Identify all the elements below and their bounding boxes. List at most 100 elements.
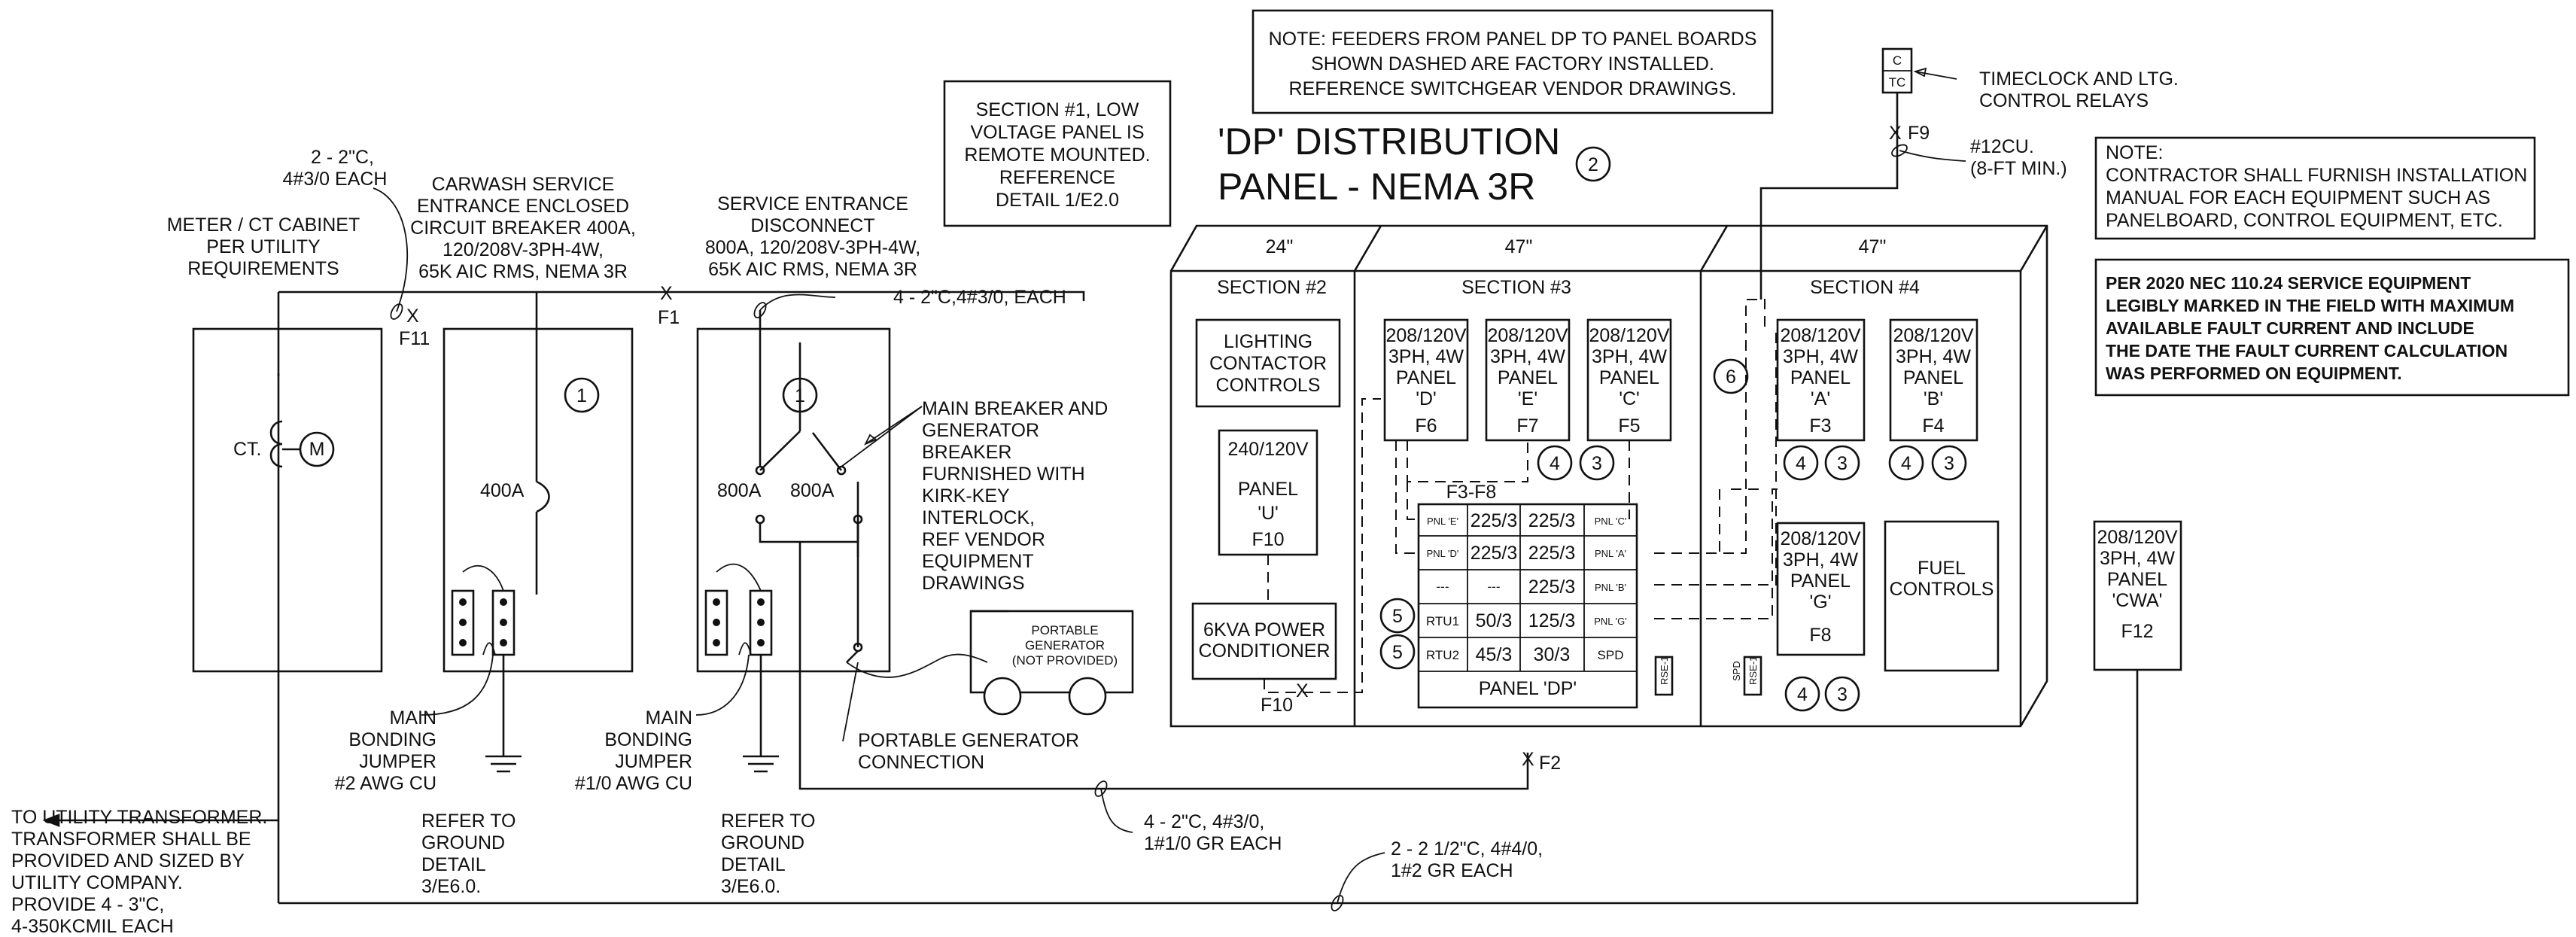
svg-text:PANEL: PANEL [1238,479,1298,500]
svg-text:SPD: SPD [1598,648,1624,662]
svg-text:PANEL: PANEL [1790,367,1851,388]
section-2-label: SECTION #2 [1217,277,1327,298]
svg-text:65K AIC RMS, NEMA 3R: 65K AIC RMS, NEMA 3R [418,261,628,282]
svg-text:208/120V: 208/120V [1385,325,1466,346]
svg-text:REFERENCE: REFERENCE [999,167,1115,188]
svg-text:208/120V: 208/120V [1780,325,1860,346]
svg-text:PANEL: PANEL [1396,367,1456,388]
svg-text:INTERLOCK,: INTERLOCK, [922,507,1035,528]
svg-text:47": 47" [1505,236,1533,257]
svg-text:120/208V-3PH-4W,: 120/208V-3PH-4W, [443,239,604,260]
svg-text:REF VENDOR: REF VENDOR [922,529,1045,550]
svg-text:5: 5 [1392,642,1403,663]
svg-text:UTILITY COMPANY.: UTILITY COMPANY. [11,872,183,893]
svg-text:F8: F8 [1809,625,1831,646]
svg-text:CONTROLS: CONTROLS [1890,579,1994,600]
svg-text:#12CU.: #12CU. [1970,136,2034,157]
svg-text:PROVIDED AND SIZED BY: PROVIDED AND SIZED BY [11,850,245,872]
svg-text:CARWASH SERVICE: CARWASH SERVICE [432,174,615,195]
svg-text:GROUND: GROUND [421,832,505,853]
panel-d [1383,318,1469,442]
svg-text:CONNECTION: CONNECTION [858,752,984,773]
svg-text:TRANSFORMER SHALL BE: TRANSFORMER SHALL BE [11,829,251,850]
svg-text:4-350KCMIL EACH: 4-350KCMIL EACH [11,916,174,937]
svg-text:FURNISHED WITH: FURNISHED WITH [922,464,1085,485]
svg-text:30/3: 30/3 [1534,644,1571,665]
meter-label: M [309,439,325,460]
svg-text:208/120V: 208/120V [1893,325,1973,346]
svg-text:VOLTAGE PANEL IS: VOLTAGE PANEL IS [970,122,1144,143]
svg-text:LEGIBLY MARKED IN THE FIELD WI: LEGIBLY MARKED IN THE FIELD WITH MAXIMUM [2106,296,2514,315]
svg-text:CONDITIONER: CONDITIONER [1199,640,1331,662]
svg-text:3PH, 4W: 3PH, 4W [1490,346,1565,367]
svg-text:BREAKER: BREAKER [922,442,1011,463]
svg-text:(8-FT MIN.): (8-FT MIN.) [1970,158,2067,179]
portable-generator: PORTABLE GENERATOR (NOT PROVIDED) [969,610,1134,716]
svg-text:3PH, 4W: 3PH, 4W [1783,549,1858,570]
svg-text:MAIN: MAIN [646,707,693,729]
svg-text:X: X [1522,749,1534,770]
svg-text:208/120V: 208/120V [1487,325,1568,346]
svg-text:PER 2020 NEC 110.24 SERVICE EQ: PER 2020 NEC 110.24 SERVICE EQUIPMENT [2106,273,2471,293]
svg-text:(NOT PROVIDED): (NOT PROVIDED) [1012,653,1118,668]
panel-e [1485,318,1571,442]
svg-text:F11: F11 [399,328,430,349]
svg-text:F5: F5 [1618,415,1640,437]
svg-text:4#3/0 EACH: 4#3/0 EACH [283,169,388,190]
svg-text:PROVIDE 4 - 3"C,: PROVIDE 4 - 3"C, [11,894,164,915]
svg-text:PANELBOARD, CONTROL EQUIPMENT,: PANELBOARD, CONTROL EQUIPMENT, ETC. [2106,210,2503,231]
svg-text:PANEL: PANEL [2107,569,2167,590]
section-3-label: SECTION #3 [1461,277,1571,298]
svg-text:F6: F6 [1415,415,1437,437]
svg-text:240/120V: 240/120V [1227,439,1308,460]
svg-text:6KVA POWER: 6KVA POWER [1203,619,1325,640]
svg-text:3PH, 4W: 3PH, 4W [2100,548,2175,569]
svg-text:PORTABLE: PORTABLE [1031,623,1098,637]
main-feeder-line [278,291,1085,301]
svg-text:REQUIREMENTS: REQUIREMENTS [187,258,339,279]
svg-text:DETAIL 1/E2.0: DETAIL 1/E2.0 [996,190,1119,211]
svg-text:24": 24" [1266,236,1294,257]
svg-text:F3-F8: F3-F8 [1446,482,1497,503]
fuel-controls [1884,520,2000,672]
svg-text:ENTRANCE ENCLOSED: ENTRANCE ENCLOSED [417,196,629,217]
svg-text:F12: F12 [2121,621,2153,642]
svg-text:MANUAL FOR EACH EQUIPMENT SUCH: MANUAL FOR EACH EQUIPMENT SUCH AS [2106,187,2490,208]
svg-text:BONDING: BONDING [604,729,692,750]
svg-text:PNL 'B': PNL 'B' [1595,582,1626,593]
svg-text:F9: F9 [1908,123,1930,144]
svg-text:PER UTILITY: PER UTILITY [206,236,321,257]
svg-text:47": 47" [1859,236,1887,257]
svg-text:PANEL: PANEL [1790,570,1851,592]
svg-text:PNL 'C': PNL 'C' [1595,516,1627,527]
svg-text:PNL 'E': PNL 'E' [1427,516,1458,527]
panel-b [1889,318,1978,442]
svg-text:125/3: 125/3 [1528,610,1576,631]
svg-text:F1: F1 [658,307,680,328]
svg-text:208/120V: 208/120V [2097,527,2177,548]
svg-text:X: X [406,306,419,327]
svg-text:RSE-1: RSE-1 [1747,656,1759,685]
bottom-feeder-dp [798,542,1529,790]
svg-text:4 - 2"C,4#3/0, EACH: 4 - 2"C,4#3/0, EACH [893,287,1066,308]
svg-text:DETAIL: DETAIL [421,854,486,875]
svg-text:EQUIPMENT: EQUIPMENT [922,551,1034,572]
svg-text:3PH, 4W: 3PH, 4W [1388,346,1464,367]
svg-text:'U': 'U' [1258,503,1279,524]
svg-text:208/120V: 208/120V [1780,528,1860,549]
svg-text:225/3: 225/3 [1470,543,1518,564]
svg-text:'C': 'C' [1619,388,1640,409]
svg-text:TO UTILITY TRANSFORMER.: TO UTILITY TRANSFORMER. [11,807,267,828]
breaker-800a-main: 800A [717,480,762,501]
svg-text:CONTROLS: CONTROLS [1216,375,1321,396]
svg-text:CONTROL RELAYS: CONTROL RELAYS [1979,90,2149,111]
svg-text:225/3: 225/3 [1528,576,1576,598]
svg-text:X: X [1889,123,1902,144]
svg-text:SECTION #1, LOW: SECTION #1, LOW [976,99,1139,120]
meter-ct-cabinet [192,327,383,673]
svg-text:SHOWN DASHED ARE FACTORY INSTA: SHOWN DASHED ARE FACTORY INSTALLED. [1311,53,1714,75]
svg-text:F4: F4 [1922,415,1944,437]
svg-text:'CWA': 'CWA' [2112,590,2163,611]
svg-text:2 - 2"C,: 2 - 2"C, [311,147,374,168]
